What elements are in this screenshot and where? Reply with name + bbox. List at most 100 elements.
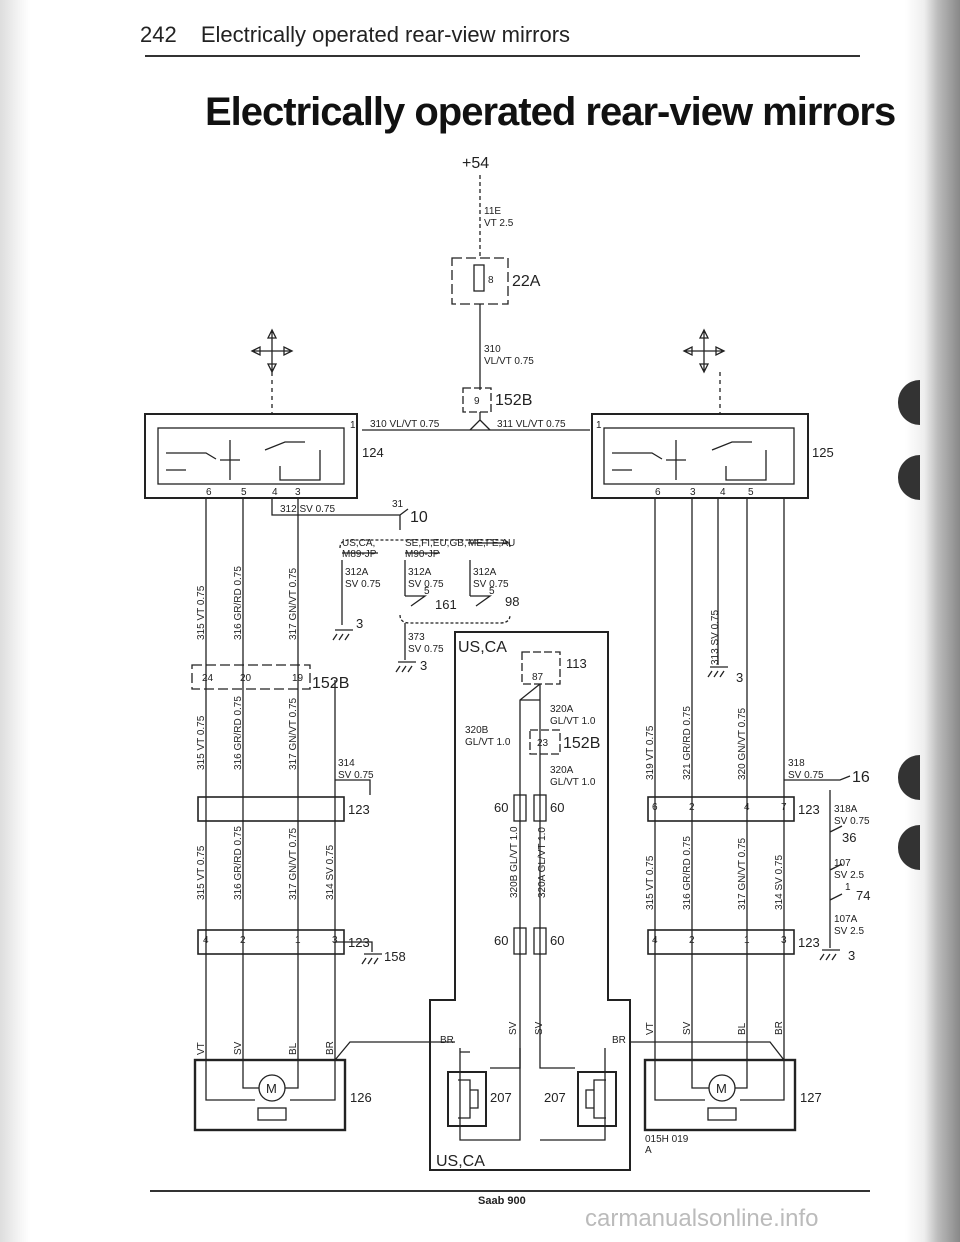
connector-pin: 3 xyxy=(781,935,787,946)
ground-ref: 10 xyxy=(410,509,428,526)
mirror-ref: 127 xyxy=(800,1090,822,1105)
relay-ref: 113 xyxy=(566,656,587,671)
connector-pin: 1 xyxy=(744,935,750,946)
footer-label: Saab 900 xyxy=(478,1195,526,1207)
color-code: BL xyxy=(737,1022,748,1035)
ground-ref: 161 xyxy=(435,597,457,612)
motor-label: M xyxy=(266,1081,277,1096)
wire-label: 317 GN/VT 0.75 xyxy=(288,697,299,770)
connector-pin: 20 xyxy=(240,673,252,684)
wire-label: 11E xyxy=(484,206,501,217)
wire-label: 312 SV 0.75 xyxy=(280,504,335,515)
ref-label: 74 xyxy=(856,888,870,903)
connector-152b xyxy=(462,387,492,413)
color-code: VT xyxy=(196,1042,207,1055)
wire-label: 316 GR/RD 0.75 xyxy=(233,566,244,640)
connector-ref: 123 xyxy=(798,935,820,950)
ground-ref: 3 xyxy=(420,658,427,673)
market-label: US,CA, xyxy=(342,538,375,549)
drawing-code: 015H 019 xyxy=(645,1134,689,1145)
left-wires xyxy=(205,498,336,1060)
wire-label: 310 VL/VT 0.75 xyxy=(370,419,440,430)
pin-label: 5 xyxy=(241,487,247,498)
ref-label: 36 xyxy=(842,830,856,845)
pin-label: 4 xyxy=(720,487,726,498)
ref-label: 16 xyxy=(852,769,870,786)
connector-pin: 2 xyxy=(689,802,695,813)
wire-label: VT 2.5 xyxy=(484,218,514,229)
wire-label: 320A xyxy=(550,765,574,776)
page-left-shadow xyxy=(0,0,30,1242)
wire-label: 314 SV 0.75 xyxy=(325,845,336,900)
connector-pin: 19 xyxy=(292,673,304,684)
connector-pin: 9 xyxy=(474,396,480,407)
ground-ref: 98 xyxy=(505,594,519,609)
us-ca-region xyxy=(429,631,631,1171)
heater-ref: 207 xyxy=(544,1090,566,1105)
watermark: carmanualsonline.info xyxy=(585,1205,819,1232)
connector-123-right xyxy=(647,929,795,955)
connector-ref: 60 xyxy=(494,933,508,948)
connector-pin: 2 xyxy=(240,935,246,946)
color-code: BR xyxy=(774,1021,785,1035)
wire-label: 314 SV 0.75 xyxy=(774,855,785,910)
relay-113 xyxy=(521,651,561,685)
wire-label: SV 0.75 xyxy=(345,579,381,590)
ground-pin: 5 xyxy=(424,586,430,597)
wire-label: 315 VT 0.75 xyxy=(645,855,656,910)
wire-label: 321 GR/RD 0.75 xyxy=(682,706,693,780)
fuse xyxy=(473,264,485,292)
wire-label: 312A xyxy=(408,567,432,578)
thumb-tab xyxy=(898,825,920,870)
wire-label: 316 GR/RD 0.75 xyxy=(233,696,244,770)
wire-label: 312A xyxy=(473,567,497,578)
connector-pin: 6 xyxy=(652,802,658,813)
wire-label: GL/VT 1.0 xyxy=(550,716,596,727)
market-label: M89-JP xyxy=(342,549,377,560)
fuse-pin: 8 xyxy=(488,275,494,286)
color-code: SV xyxy=(508,1021,519,1035)
wire-label: 314 xyxy=(338,758,355,769)
wire-label: VL/VT 0.75 xyxy=(484,356,534,367)
wire-label: 317 GN/VT 0.75 xyxy=(737,837,748,910)
color-code: VT xyxy=(645,1022,656,1035)
color-code: SV xyxy=(534,1021,545,1035)
pin-label: 6 xyxy=(655,487,661,498)
wire-label: 107A xyxy=(834,914,858,925)
pin-label: 3 xyxy=(690,487,696,498)
ground-ref: 158 xyxy=(384,949,406,964)
connector-pin: 4 xyxy=(652,935,658,946)
wire-label: SV 2.5 xyxy=(834,870,864,881)
wire-label: SV 0.75 xyxy=(834,816,870,827)
thumb-tab xyxy=(898,455,920,500)
joystick-arrows-left xyxy=(250,328,294,374)
mirror-heater-207-right xyxy=(577,1071,617,1127)
wire-label: 320 GN/VT 0.75 xyxy=(737,707,748,780)
right-wires xyxy=(654,498,785,1060)
connector-pin: 23 xyxy=(537,738,549,749)
connector-60 xyxy=(513,927,527,955)
header-rule xyxy=(145,55,860,57)
wire-label: GL/VT 1.0 xyxy=(465,737,511,748)
connector-pin: 2 xyxy=(689,935,695,946)
region-label: US,CA xyxy=(436,1153,485,1170)
pin-label: 3 xyxy=(295,487,301,498)
page-header: 242 Electrically operated rear-view mirr… xyxy=(140,22,570,48)
heater-ref: 207 xyxy=(490,1090,512,1105)
pin-label: 1 xyxy=(596,420,602,431)
mirror-switch-125 xyxy=(591,413,809,499)
pin-label: 4 xyxy=(272,487,278,498)
footer-rule xyxy=(150,1190,870,1192)
wire-label: SV 0.75 xyxy=(408,579,444,590)
wire-label: 320B xyxy=(465,725,489,736)
ground-pin: 31 xyxy=(392,499,404,510)
joystick-arrows-right xyxy=(682,328,726,374)
wire-label: 316 GR/RD 0.75 xyxy=(682,836,693,910)
page-number: 242 xyxy=(140,22,177,47)
connector-pin: 4 xyxy=(203,935,209,946)
wire-label: 311 VL/VT 0.75 xyxy=(497,419,566,430)
market-label: M90-JP xyxy=(405,549,440,560)
power-label: +54 xyxy=(462,155,489,172)
relay-pin: 87 xyxy=(532,672,544,683)
